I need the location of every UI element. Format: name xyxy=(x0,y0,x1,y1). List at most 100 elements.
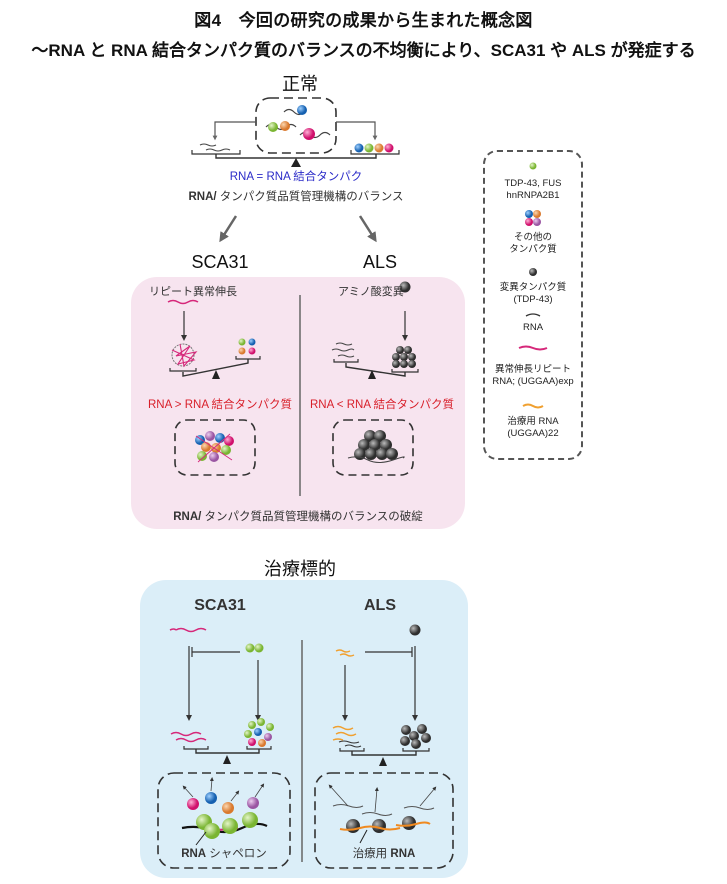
legend-item-tdp43: TDP-43, FUS hnRNPA2B1 xyxy=(485,178,581,202)
arrow-to-protein-pan xyxy=(336,121,378,141)
label-text: 治療用 xyxy=(352,848,391,860)
repeat-rna-strand xyxy=(167,299,199,305)
rna-strands xyxy=(331,342,355,358)
label-bold: RNA xyxy=(390,848,416,860)
rna-tangle xyxy=(171,343,198,368)
legend-item-rna: RNA xyxy=(485,322,581,334)
orange-protein-ball xyxy=(374,143,384,153)
disease-panel xyxy=(131,277,465,529)
right-pan xyxy=(246,746,272,750)
left-pan xyxy=(183,746,209,750)
balance-beam xyxy=(351,751,417,756)
caption-text: タンパク質品質管理機構のバランス xyxy=(216,191,404,203)
legend-line: TDP-43, FUS xyxy=(504,178,562,189)
caption-bold: RNA/ xyxy=(173,511,202,523)
legend-item-other-proteins: その他の タンパク質 xyxy=(485,232,581,256)
mutant-protein-ball xyxy=(399,281,411,293)
label-text: シャペロン xyxy=(206,848,267,860)
therapeutic-rna-icon xyxy=(522,403,544,409)
legend-line: 異常伸長リピート xyxy=(494,364,571,375)
therapeutic-rna-illustration xyxy=(328,784,437,844)
fulcrum xyxy=(223,755,231,764)
legend: TDP-43, FUS hnRNPA2B1 その他の タンパク質 変異タンパク質… xyxy=(483,150,583,460)
als-balance-label: RNA < RNA 結合タンパク質 xyxy=(309,399,455,411)
caption-bold: RNA/ xyxy=(188,191,217,203)
green-protein-ball xyxy=(245,643,255,653)
arrow-to-rna-pan xyxy=(212,121,256,141)
repeat-rna-strand xyxy=(169,627,207,633)
legend-line: hnRNPA2B1 xyxy=(506,190,560,201)
therapy-als-heading: ALS xyxy=(364,597,396,614)
inhibition-line xyxy=(191,647,240,657)
tilted-beam xyxy=(182,359,249,377)
blue-protein-ball xyxy=(248,338,256,346)
magenta-protein-ball xyxy=(303,128,315,140)
green-protein-ball xyxy=(364,143,374,153)
therapy-heading: 治療標的 xyxy=(264,559,336,579)
legend-line: 治療用 RNA xyxy=(507,416,559,427)
orange-protein-ball xyxy=(238,347,246,355)
rna-chaperone-box xyxy=(157,772,291,869)
aggregate-box-als xyxy=(332,419,414,476)
figure-subtitle: ～RNA と RNA 結合タンパク質のバランスの不均衡により、SCA31 や A… xyxy=(31,41,696,60)
rna-icon xyxy=(525,313,541,317)
right-pan xyxy=(350,150,400,155)
rna-strands xyxy=(338,740,362,748)
fulcrum xyxy=(368,370,376,379)
legend-line: RNA; (UGGAA)exp xyxy=(492,376,574,387)
rna-strands xyxy=(199,143,231,152)
legend-line: (TDP-43) xyxy=(513,294,553,305)
magenta-protein-ball xyxy=(248,347,256,355)
legend-line: RNA xyxy=(522,322,544,333)
mutant-aggregate-large xyxy=(347,430,405,464)
mutant-aggregate-small xyxy=(392,346,416,368)
repeat-rna-icon xyxy=(518,345,548,351)
arrow-to-als xyxy=(358,215,377,243)
disease-caption: RNA/ タンパク質品質管理機構のバランスの破綻 xyxy=(131,508,465,524)
green-protein-ball xyxy=(238,338,246,346)
legend-line: (UGGAA)22 xyxy=(507,428,559,439)
normal-balance-label: RNA = RNA 結合タンパク xyxy=(229,171,363,183)
legend-item-mutant-protein: 変異タンパク質 (TDP-43) xyxy=(485,282,581,306)
inhibition-line xyxy=(365,647,413,657)
aggregate-box-sca31 xyxy=(174,419,256,476)
therapeutic-rna-box xyxy=(314,772,454,869)
legend-item-repeat-rna: 異常伸長リピート RNA; (UGGAA)exp xyxy=(485,364,581,388)
therapeutic-rna-strands xyxy=(332,725,357,741)
als-heading: ALS xyxy=(362,252,398,272)
normal-complex-box xyxy=(255,97,337,154)
normal-heading: 正常 xyxy=(282,74,318,94)
als-cause: アミノ酸変異 xyxy=(338,286,404,298)
legend-line: タンパク質 xyxy=(509,244,557,255)
left-pan xyxy=(339,748,365,752)
therapeutic-rna-label: 治療用 RNA xyxy=(315,845,453,861)
mutant-protein-icon xyxy=(529,268,537,276)
normal-caption: RNA/ タンパク質品質管理機構のバランス xyxy=(166,188,426,204)
therapy-sca31-heading: SCA31 xyxy=(194,597,246,614)
legend-line: その他の xyxy=(513,232,552,243)
caption-text: タンパク質品質管理機構のバランスの破綻 xyxy=(201,511,423,523)
sca31-cause: リピート異常伸長 xyxy=(149,286,237,298)
fulcrum xyxy=(379,757,387,766)
magenta-protein-ball xyxy=(384,143,394,153)
blue-protein-ball xyxy=(297,105,307,115)
green-protein-ball xyxy=(254,643,264,653)
left-pan xyxy=(333,359,359,363)
sca31-balance-label: RNA > RNA 結合タンパク質 xyxy=(147,399,293,411)
legend-icons xyxy=(518,162,548,409)
mutant-protein-ball xyxy=(409,624,421,636)
normal-diagram xyxy=(191,97,400,167)
repeat-rna-strands xyxy=(170,731,207,743)
mixed-aggregate xyxy=(195,431,234,463)
fulcrum xyxy=(291,158,301,167)
orange-protein-ball xyxy=(280,121,290,131)
balance-beam xyxy=(195,749,260,754)
left-pan xyxy=(169,368,197,372)
figure-title: 図4 今回の研究の成果から生まれた概念図 xyxy=(194,11,533,30)
label-bold: RNA xyxy=(181,848,207,860)
mutant-cluster xyxy=(400,724,431,749)
protein-cluster xyxy=(244,718,274,747)
therapeutic-rna-strand xyxy=(335,649,355,657)
